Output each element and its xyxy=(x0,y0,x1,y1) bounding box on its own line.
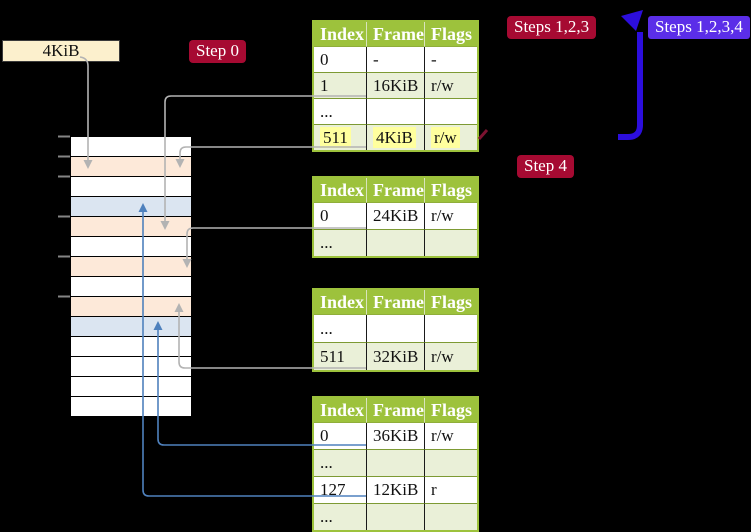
column-header: Index xyxy=(314,290,367,315)
column-header: Flags xyxy=(424,398,477,423)
table-cell: 4KiB xyxy=(367,125,425,150)
table-cell: r/w xyxy=(424,125,477,150)
table-cell xyxy=(367,99,425,125)
memory-row xyxy=(71,357,191,377)
table-cell: 12KiB xyxy=(367,477,425,504)
column-header: Flags xyxy=(424,22,477,47)
memory-row xyxy=(71,257,191,277)
table-cell: r/w xyxy=(424,423,477,450)
table-cell: r/w xyxy=(424,343,477,370)
table-cell: 16KiB xyxy=(367,73,425,99)
table-cell: 0 xyxy=(314,203,367,230)
memory-strip xyxy=(70,136,192,417)
table-cell: 511 xyxy=(314,343,367,370)
table-cell xyxy=(367,230,425,256)
table-cell: r xyxy=(424,477,477,504)
table-cell: 1 xyxy=(314,73,367,99)
memory-row xyxy=(71,177,191,197)
column-header: Frame xyxy=(367,178,425,203)
badge-steps-1-2-3: Steps 1,2,3 xyxy=(507,16,597,39)
column-header: Frame xyxy=(367,398,425,423)
table-cell: ... xyxy=(314,315,367,343)
table-row: ... xyxy=(314,450,477,477)
memory-row xyxy=(71,237,191,257)
memory-row xyxy=(71,297,191,317)
table-cell: - xyxy=(424,47,477,73)
table-cell: r/w xyxy=(424,73,477,99)
highlighted-cell-text: r/w xyxy=(430,126,460,148)
column-header: Flags xyxy=(424,178,477,203)
table-row: ... xyxy=(314,230,477,256)
column-header: Index xyxy=(314,22,367,47)
table-row: ... xyxy=(314,99,477,125)
column-header: Index xyxy=(314,178,367,203)
table-cell: 0 xyxy=(314,423,367,450)
table-cell xyxy=(424,99,477,125)
badge-step-0: Step 0 xyxy=(189,40,246,63)
highlighted-cell-text: 4KiB xyxy=(373,126,416,148)
highlighted-cell-text: 511 xyxy=(320,126,351,148)
table-cell xyxy=(367,450,425,477)
table-row: 0-- xyxy=(314,47,477,73)
column-header: Frame xyxy=(367,290,425,315)
table-cell: 511 xyxy=(314,125,367,150)
page-size-label-box: 4KiB xyxy=(2,40,120,62)
memory-row xyxy=(71,137,191,157)
memory-row xyxy=(71,197,191,217)
table-cell: ... xyxy=(314,230,367,256)
table-row: ... xyxy=(314,504,477,530)
memory-row xyxy=(71,397,191,416)
column-header: Frame xyxy=(367,22,425,47)
table-cell: 36KiB xyxy=(367,423,425,450)
badge-steps-1-2-3-4: Steps 1,2,3,4 xyxy=(648,16,750,39)
badge-step-4: Step 4 xyxy=(517,155,574,178)
table-cell: ... xyxy=(314,450,367,477)
column-header: Flags xyxy=(424,290,477,315)
table-row: 511 4KiB r/w xyxy=(314,125,477,150)
table-cell xyxy=(424,315,477,343)
column-header: Index xyxy=(314,398,367,423)
table-cell xyxy=(367,504,425,530)
table-cell xyxy=(424,450,477,477)
table-cell xyxy=(367,315,425,343)
address-ticks xyxy=(58,135,70,298)
table-row: ... xyxy=(314,315,477,343)
loop-arrow xyxy=(618,10,643,140)
table-cell: 127 xyxy=(314,477,367,504)
table-cell xyxy=(424,230,477,256)
memory-row xyxy=(71,217,191,237)
memory-row xyxy=(71,277,191,297)
table-cell: r/w xyxy=(424,203,477,230)
table-cell: ... xyxy=(314,504,367,530)
arrow-fragment xyxy=(477,129,489,140)
memory-row xyxy=(71,377,191,397)
table-cell xyxy=(424,504,477,530)
table-cell: ... xyxy=(314,99,367,125)
memory-row xyxy=(71,337,191,357)
table-cell: 0 xyxy=(314,47,367,73)
table-cell: - xyxy=(367,47,425,73)
table-cell: 32KiB xyxy=(367,343,425,370)
table-cell: 24KiB xyxy=(367,203,425,230)
memory-row xyxy=(71,157,191,177)
memory-row xyxy=(71,317,191,337)
